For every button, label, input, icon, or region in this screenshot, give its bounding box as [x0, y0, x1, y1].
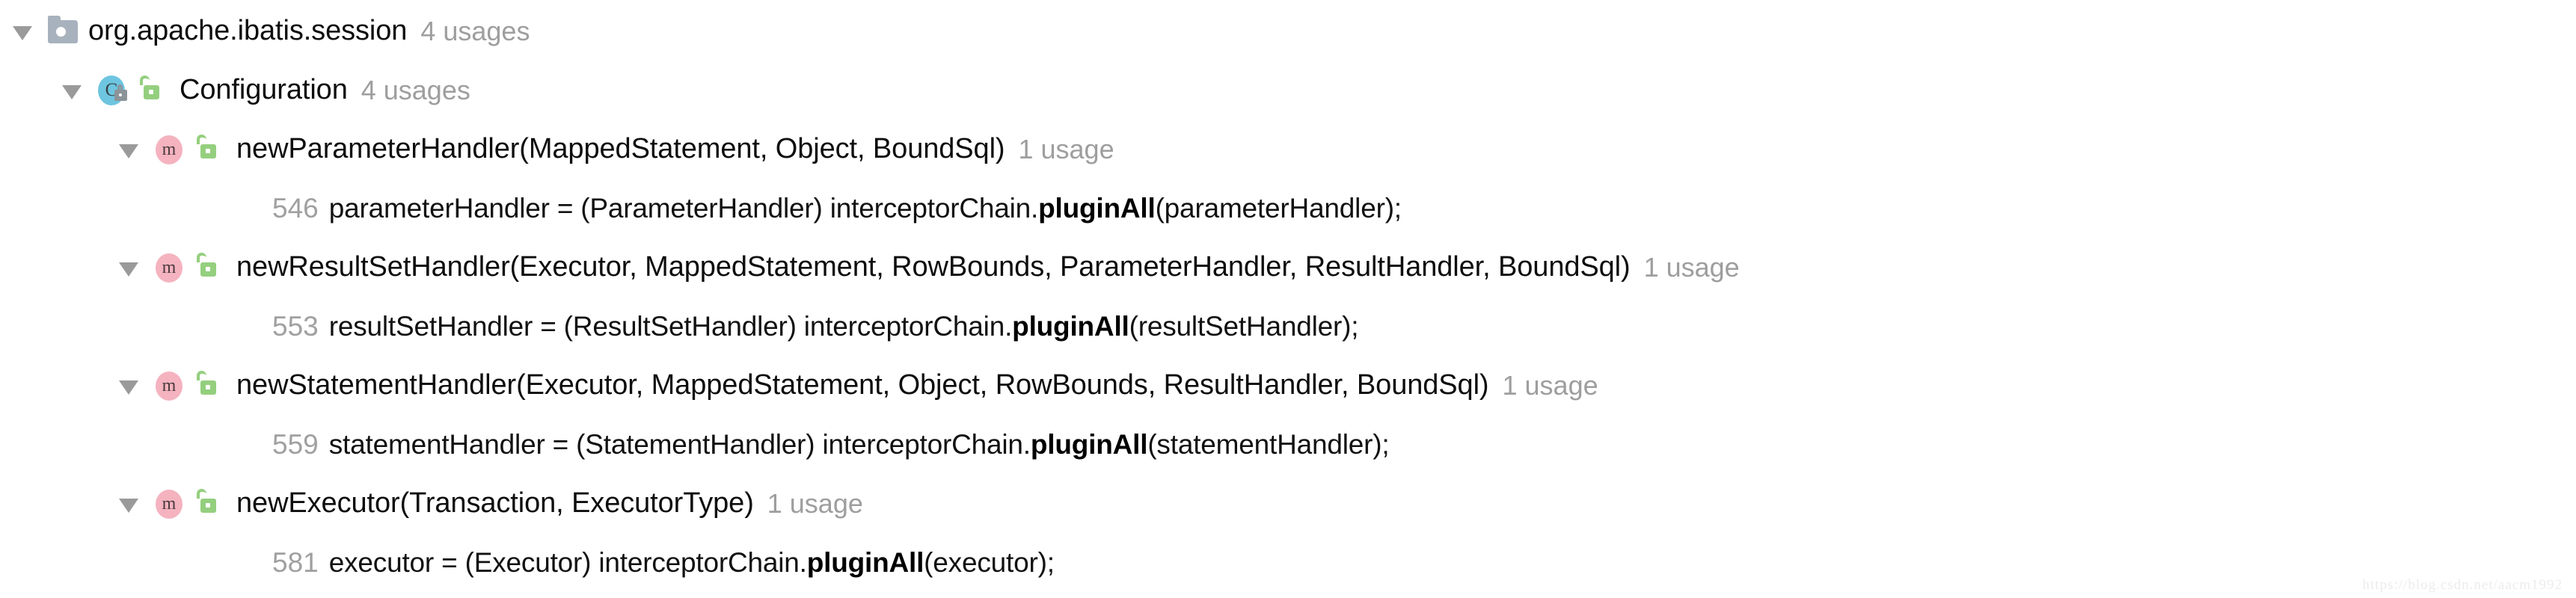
unlock-icon	[194, 133, 224, 166]
method-usage-count: 1 usage	[767, 487, 863, 519]
chevron-down-icon[interactable]	[114, 489, 144, 519]
code-snippet-suffix: (parameterHandler);	[1155, 192, 1402, 224]
class-icon: C	[96, 73, 130, 108]
usage-occurrence-row[interactable]: 553 resultSetHandler = (ResultSetHandler…	[0, 297, 2576, 356]
method-icon: m	[153, 132, 187, 167]
line-number: 581	[272, 546, 319, 578]
tree-node-class[interactable]: C Configuration 4 usages	[0, 61, 2576, 120]
package-usage-count: 4 usages	[420, 15, 530, 46]
tree-node-package[interactable]: org.apache.ibatis.session 4 usages	[0, 1, 2576, 61]
class-usage-count: 4 usages	[361, 74, 470, 105]
line-number: 553	[272, 310, 319, 342]
method-icon: m	[153, 250, 187, 285]
unlock-icon	[194, 369, 224, 402]
tree-node-method[interactable]: m newExecutor(Transaction, ExecutorType)…	[0, 474, 2576, 533]
code-snippet-prefix: statementHandler = (StatementHandler) in…	[328, 428, 1031, 460]
method-usage-count: 1 usage	[1643, 251, 1740, 283]
line-number: 559	[272, 428, 319, 460]
code-snippet-prefix: parameterHandler = (ParameterHandler) in…	[328, 192, 1039, 224]
usage-occurrence-row[interactable]: 581 executor = (Executor) interceptorCha…	[0, 533, 2576, 592]
code-snippet-suffix: (executor);	[924, 546, 1055, 578]
package-label: org.apache.ibatis.session	[88, 15, 408, 46]
method-label: newResultSetHandler(Executor, MappedStat…	[236, 251, 1631, 283]
chevron-down-icon[interactable]	[114, 253, 144, 283]
chevron-down-icon[interactable]	[114, 135, 144, 164]
code-snippet-suffix: (statementHandler);	[1147, 428, 1390, 460]
method-label: newStatementHandler(Executor, MappedStat…	[236, 369, 1489, 401]
unlock-icon	[194, 251, 224, 284]
usage-occurrence-row[interactable]: 559 statementHandler = (StatementHandler…	[0, 415, 2576, 474]
lock-icon	[114, 84, 127, 101]
code-snippet-match: pluginAll	[1038, 192, 1156, 224]
method-icon: m	[153, 487, 187, 521]
code-snippet-prefix: resultSetHandler = (ResultSetHandler) in…	[328, 310, 1013, 342]
tree-node-method[interactable]: m newStatementHandler(Executor, MappedSt…	[0, 356, 2576, 415]
method-usage-count: 1 usage	[1502, 369, 1598, 401]
chevron-down-icon[interactable]	[7, 16, 37, 46]
unlock-icon	[138, 74, 168, 107]
code-snippet-match: pluginAll	[806, 546, 924, 578]
tree-node-method[interactable]: m newParameterHandler(MappedStatement, O…	[0, 120, 2576, 179]
method-usage-count: 1 usage	[1018, 133, 1114, 164]
line-number: 546	[272, 192, 319, 224]
class-label: Configuration	[180, 74, 348, 105]
code-snippet-suffix: (resultSetHandler);	[1129, 310, 1359, 342]
method-label: newExecutor(Transaction, ExecutorType)	[236, 487, 754, 519]
package-folder-icon	[46, 14, 81, 49]
code-snippet-prefix: executor = (Executor) interceptorChain.	[328, 546, 807, 578]
chevron-down-icon[interactable]	[57, 75, 87, 105]
code-snippet-match: pluginAll	[1030, 428, 1148, 460]
method-icon: m	[153, 369, 187, 403]
chevron-down-icon[interactable]	[114, 371, 144, 401]
watermark: https://blog.csdn.net/aacm1992	[2362, 577, 2563, 593]
usage-occurrence-row[interactable]: 546 parameterHandler = (ParameterHandler…	[0, 179, 2576, 238]
tree-node-method[interactable]: m newResultSetHandler(Executor, MappedSt…	[0, 238, 2576, 297]
code-snippet-match: pluginAll	[1012, 310, 1129, 342]
method-label: newParameterHandler(MappedStatement, Obj…	[236, 133, 1005, 164]
unlock-icon	[194, 487, 224, 520]
